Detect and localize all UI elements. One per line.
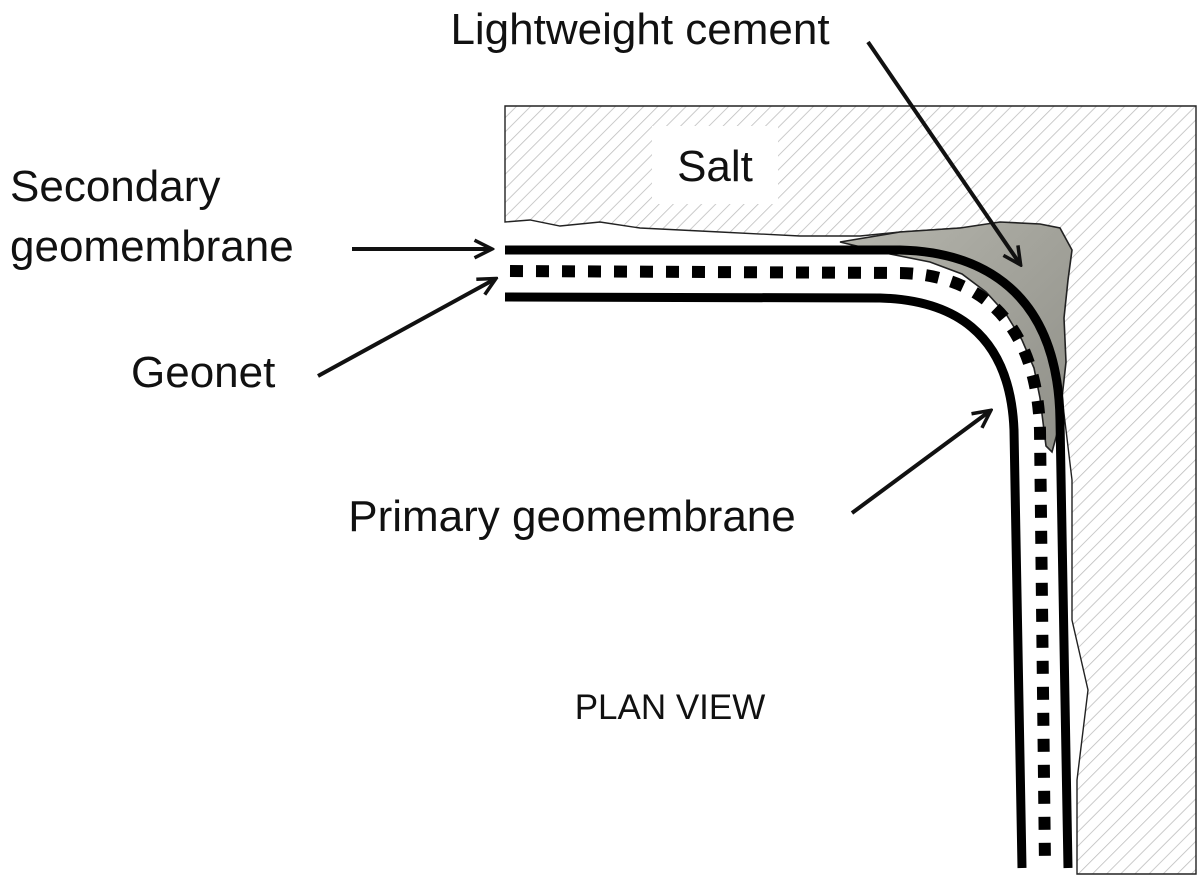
secondary-geomembrane-label-line2: geomembrane bbox=[10, 222, 294, 271]
secondary-geomembrane-label-line1: Secondary bbox=[10, 162, 220, 211]
arrow-primary-geomembrane bbox=[850, 411, 990, 515]
salt-label-box bbox=[652, 126, 778, 204]
arrow-lightweight-cement bbox=[866, 40, 1020, 264]
arrow-geonet bbox=[317, 279, 495, 378]
lightweight-cement-label: Lightweight cement bbox=[450, 5, 829, 54]
primary-geomembrane-label: Primary geomembrane bbox=[348, 492, 796, 541]
plan-view-label: PLAN VIEW bbox=[575, 688, 766, 727]
salt-label: Salt bbox=[677, 142, 753, 191]
primary-geomembrane bbox=[504, 292, 1027, 869]
geonet bbox=[509, 265, 1051, 867]
geonet-label: Geonet bbox=[131, 348, 275, 397]
salt-region bbox=[504, 105, 1197, 875]
secondary-geomembrane bbox=[505, 245, 1073, 869]
